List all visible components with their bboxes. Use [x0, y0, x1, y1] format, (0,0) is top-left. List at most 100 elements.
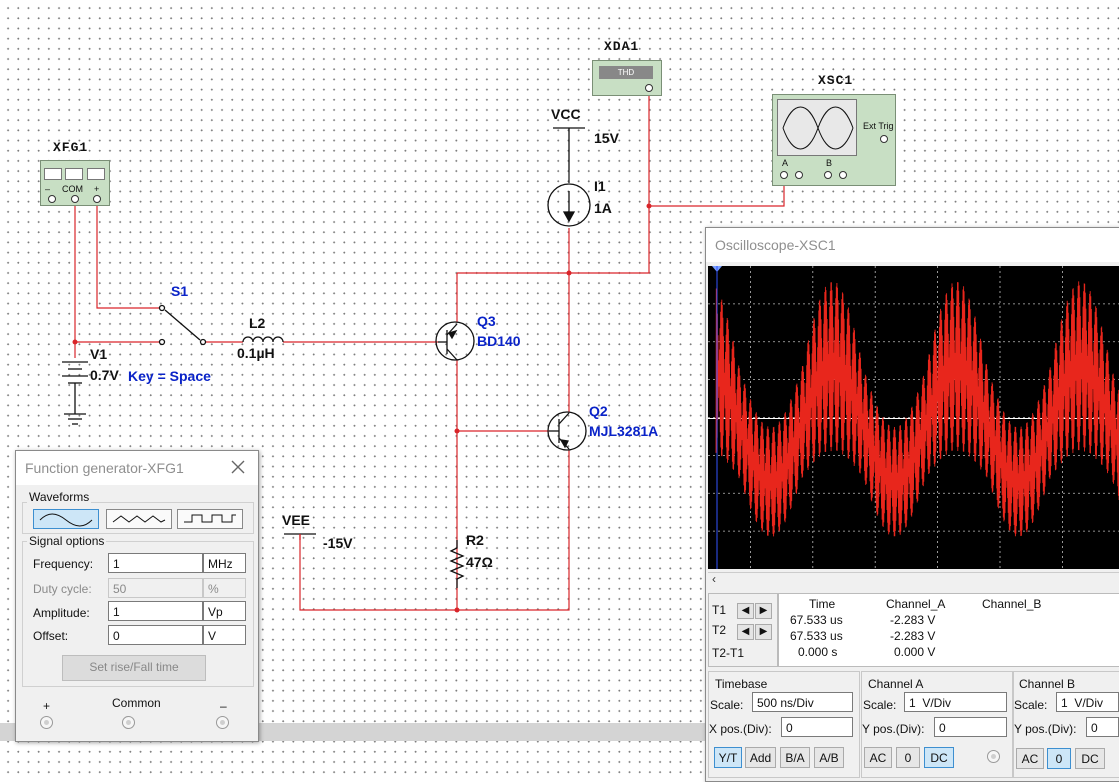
yt-button[interactable]: Y/T	[714, 747, 742, 768]
sine-wave-button[interactable]	[33, 509, 99, 529]
triangle-wave-icon	[112, 515, 166, 523]
fg-common-label: Common	[112, 696, 161, 710]
wire-xfg-com	[74, 205, 160, 343]
xfg1-instrument[interactable]: – COM +	[40, 160, 110, 206]
scope-a-plus-terminal[interactable]	[780, 171, 788, 179]
q3-model: BD140	[477, 333, 521, 349]
set-rise-fall-button[interactable]: Set rise/Fall time	[62, 655, 206, 681]
channel-a-zero-button[interactable]: 0	[896, 747, 920, 768]
fg-minus-terminal[interactable]	[216, 716, 229, 729]
ba-button[interactable]: B/A	[780, 747, 810, 768]
timebase-group	[708, 671, 860, 778]
offset-input[interactable]: 0	[108, 625, 203, 645]
waveforms-group	[22, 502, 254, 534]
channel-a-ypos-label: Y pos.(Div):	[862, 722, 925, 736]
ext-trig-terminal[interactable]	[880, 135, 888, 143]
channel-b-ypos-label: Y pos.(Div):	[1014, 722, 1077, 736]
q2-symbol	[547, 411, 587, 451]
t1-right-arrow-icon[interactable]: ▶	[755, 603, 772, 619]
q2-label: Q2	[589, 403, 608, 419]
t1-label: T1	[712, 603, 727, 617]
t2-channel-a: -2.283 V	[890, 629, 936, 643]
xfg1-terminal-com[interactable]	[71, 195, 79, 203]
timebase-scale-input[interactable]: 500 ns/Div	[752, 692, 853, 712]
channel-b-ac-button[interactable]: AC	[1016, 748, 1044, 769]
ab-button[interactable]: A/B	[814, 747, 844, 768]
scope-b-minus-terminal[interactable]	[839, 171, 847, 179]
xfg1-label: XFG1	[53, 140, 89, 155]
fg-plus-terminal[interactable]	[40, 716, 53, 729]
channel-a-trace	[715, 281, 1119, 537]
sine-wave-icon	[65, 168, 83, 180]
triangle-wave-button[interactable]	[106, 509, 172, 529]
channel-a-scale-input[interactable]: 1 V/Div	[904, 692, 1007, 712]
frequency-unit-select[interactable]: MHz	[203, 553, 246, 573]
scope-a-minus-terminal[interactable]	[795, 171, 803, 179]
channel-b-zero-button[interactable]: 0	[1047, 748, 1071, 769]
channel-a-ground-terminal[interactable]	[987, 750, 1000, 763]
scroll-left-icon[interactable]: ‹	[712, 572, 716, 586]
xfg1-terminal-plus[interactable]	[93, 195, 101, 203]
vee-label: VEE	[282, 512, 311, 528]
t2-left-arrow-icon[interactable]: ◀	[737, 624, 754, 640]
amplitude-input[interactable]: 1	[108, 601, 203, 621]
scope-plot	[708, 266, 1119, 569]
triangle-wave-icon	[87, 168, 105, 180]
xfg1-terminal-minus[interactable]	[48, 195, 56, 203]
i1-symbol	[547, 183, 591, 227]
xda1-instrument[interactable]: THD	[592, 60, 662, 96]
fg-title[interactable]: Function generator-XFG1	[16, 451, 258, 485]
channel-a-ac-button[interactable]: AC	[864, 747, 892, 768]
channel-b-dc-button[interactable]: DC	[1075, 748, 1105, 769]
v1-value: 0.7V	[90, 367, 119, 383]
fg-common-terminal[interactable]	[122, 716, 135, 729]
duty-cycle-unit: %	[203, 578, 246, 598]
square-wave-icon	[44, 168, 62, 180]
channel-a-dc-button[interactable]: DC	[924, 747, 954, 768]
duty-cycle-input[interactable]: 50	[108, 578, 203, 598]
xsc1-instrument[interactable]: Ext Trig A B	[772, 94, 896, 186]
timebase-scale-label: Scale:	[710, 698, 744, 712]
frequency-input[interactable]: 1	[108, 553, 203, 573]
channel-b-label: B	[826, 158, 833, 168]
channel-a-ypos-input[interactable]: 0	[934, 717, 1007, 737]
xda1-label: XDA1	[604, 39, 640, 54]
i1-label: I1	[594, 178, 606, 194]
t1-time: 67.533 us	[790, 613, 843, 627]
scope-screen[interactable]	[708, 266, 1119, 569]
q3-label: Q3	[477, 313, 496, 329]
t2-right-arrow-icon[interactable]: ▶	[755, 624, 772, 640]
close-icon[interactable]	[230, 459, 246, 475]
s1-label: S1	[171, 283, 189, 299]
channel-b-scale-label: Scale:	[1014, 698, 1048, 712]
t1-left-arrow-icon[interactable]: ◀	[737, 603, 754, 619]
channel-b-ypos-input[interactable]: 0	[1086, 717, 1119, 737]
r2-label: R2	[466, 532, 484, 548]
xfg1-minus-label: –	[45, 184, 51, 194]
t1-channel-a: -2.283 V	[890, 613, 936, 627]
timebase-xpos-input[interactable]: 0	[781, 717, 853, 737]
fg-minus-label: –	[220, 699, 227, 713]
thd-display: THD	[599, 66, 653, 79]
scope-b-plus-terminal[interactable]	[824, 171, 832, 179]
scope-title[interactable]: Oscilloscope-XSC1	[706, 228, 1119, 262]
t2-time: 67.533 us	[790, 629, 843, 643]
channel-b-scale-input[interactable]: 1 V/Div	[1056, 692, 1119, 712]
xda1-terminal[interactable]	[645, 84, 653, 92]
q3-symbol	[435, 321, 475, 361]
square-wave-button[interactable]	[177, 509, 243, 529]
offset-unit-select[interactable]: V	[203, 625, 246, 645]
channel-a-header: Channel_A	[886, 597, 946, 611]
wire-to-scope-a	[649, 182, 785, 207]
fg-plus-label: +	[43, 699, 51, 713]
channel-a-scale-label: Scale:	[863, 698, 897, 712]
readout-table	[778, 593, 1119, 667]
channel-a-title: Channel A	[868, 677, 924, 691]
l2-symbol	[242, 336, 284, 343]
add-button[interactable]: Add	[745, 747, 776, 768]
amplitude-unit-select[interactable]: Vp	[203, 601, 246, 621]
channel-b-title: Channel B	[1019, 677, 1076, 691]
frequency-label: Frequency:	[33, 557, 94, 571]
scope-scrollbar[interactable]: ‹	[708, 572, 1119, 589]
